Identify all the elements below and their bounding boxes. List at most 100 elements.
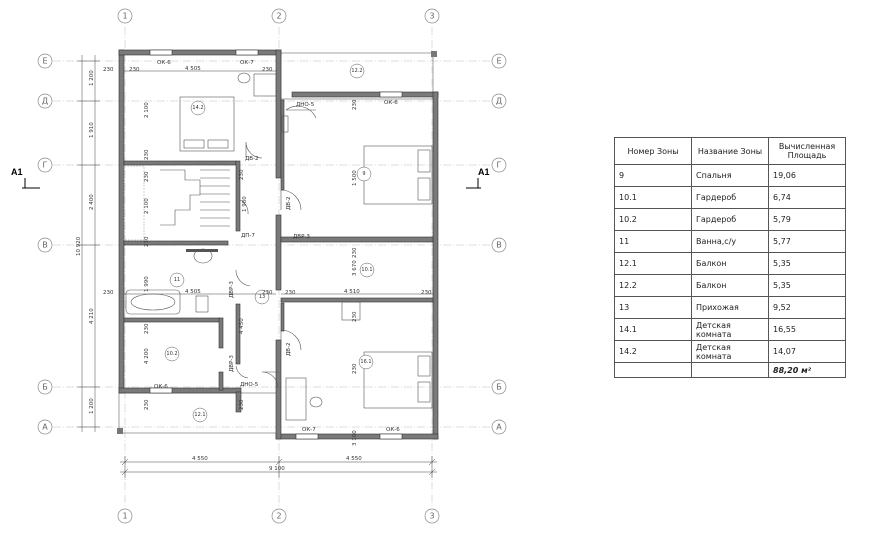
svg-text:2: 2 bbox=[276, 512, 281, 521]
door-label: ДВ-2 bbox=[286, 196, 292, 210]
svg-text:2 100: 2 100 bbox=[144, 198, 150, 214]
svg-text:9 100: 9 100 bbox=[269, 466, 285, 472]
total-area: 88,20 м² bbox=[768, 362, 846, 378]
svg-text:12.2: 12.2 bbox=[351, 68, 362, 74]
desk-bottom bbox=[285, 377, 323, 421]
svg-text:4 550: 4 550 bbox=[346, 456, 362, 462]
axis-bubble-V-left: В bbox=[37, 237, 53, 253]
axis-bubble-1-top: 1 bbox=[117, 8, 133, 24]
svg-text:1 500: 1 500 bbox=[352, 170, 358, 186]
svg-text:230: 230 bbox=[103, 67, 114, 73]
zone-marker: 9 bbox=[356, 166, 372, 182]
svg-text:2 100: 2 100 bbox=[144, 102, 150, 118]
area-table: Номер Зоны Название Зоны Вычисленная Пло… bbox=[614, 137, 846, 378]
door-label: ДНО-5 bbox=[296, 102, 315, 108]
axis-bubble-3-bottom: 3 bbox=[424, 508, 440, 524]
svg-text:А1: А1 bbox=[478, 167, 490, 177]
window-label: ОК-6 bbox=[157, 60, 171, 66]
axis-bubble-D-right: Д bbox=[491, 93, 507, 109]
svg-text:230: 230 bbox=[352, 99, 358, 110]
axis-bubble-G-left: Г bbox=[37, 157, 53, 173]
svg-text:10 920: 10 920 bbox=[76, 236, 82, 256]
svg-text:3: 3 bbox=[429, 512, 434, 521]
axis-bubble-A-left: А bbox=[37, 419, 53, 435]
svg-text:3 670: 3 670 bbox=[352, 260, 358, 276]
svg-text:11: 11 bbox=[174, 277, 180, 283]
svg-text:1 200: 1 200 bbox=[89, 70, 95, 86]
axis-bubble-2-top: 2 bbox=[271, 8, 287, 24]
svg-text:230: 230 bbox=[262, 67, 273, 73]
svg-text:Г: Г bbox=[497, 161, 502, 170]
table-total-row: 88,20 м² bbox=[614, 362, 846, 378]
svg-text:4 505: 4 505 bbox=[185, 289, 201, 295]
axis-bubble-E-left: Е bbox=[37, 53, 53, 69]
svg-text:4 210: 4 210 bbox=[89, 308, 95, 324]
axis-bubble-A-right: А bbox=[491, 419, 507, 435]
svg-text:13: 13 bbox=[259, 294, 265, 300]
svg-text:В: В bbox=[42, 241, 48, 250]
dimension-chain-bottom: 4 550 4 550 9 100 bbox=[120, 456, 437, 478]
window-label: ОК-7 bbox=[240, 60, 254, 66]
desk-13 bbox=[341, 301, 361, 321]
svg-text:230: 230 bbox=[352, 311, 358, 322]
axis-bubble-B-left: Б bbox=[37, 379, 53, 395]
axis-bubble-V-right: В bbox=[491, 237, 507, 253]
svg-text:10.2: 10.2 bbox=[166, 351, 177, 357]
svg-text:1: 1 bbox=[122, 12, 127, 21]
svg-text:4 200: 4 200 bbox=[144, 348, 150, 364]
door-label: ДНО-5 bbox=[240, 382, 259, 388]
svg-text:Е: Е bbox=[496, 57, 501, 66]
svg-text:1 200: 1 200 bbox=[89, 398, 95, 414]
axis-bubble-D-left: Д bbox=[37, 93, 53, 109]
svg-text:Б: Б bbox=[42, 383, 48, 392]
svg-text:А: А bbox=[42, 423, 48, 432]
radiator-top bbox=[281, 115, 289, 133]
svg-text:Е: Е bbox=[42, 57, 47, 66]
zone-marker: 12.1 bbox=[192, 407, 208, 423]
svg-text:А: А bbox=[496, 423, 502, 432]
svg-text:9: 9 bbox=[362, 171, 365, 177]
axis-bubble-E-right: Е bbox=[491, 53, 507, 69]
svg-text:4 510: 4 510 bbox=[344, 289, 360, 295]
svg-text:2: 2 bbox=[276, 12, 281, 21]
desk-top bbox=[237, 72, 277, 97]
window-label: ОК-6 bbox=[384, 100, 398, 106]
col-zone-number: Номер Зоны bbox=[614, 137, 692, 165]
col-area: Вычисленная Площадь bbox=[768, 137, 846, 165]
door-label: ДВР-3 bbox=[293, 234, 310, 240]
window-markers bbox=[149, 49, 403, 440]
svg-text:10.1: 10.1 bbox=[361, 267, 372, 273]
svg-text:230: 230 bbox=[262, 290, 273, 296]
door-swings bbox=[235, 105, 317, 389]
zone-marker: 16.1 bbox=[358, 354, 374, 370]
door-label: ДВ-2 bbox=[245, 156, 259, 162]
door-label: ДВР-3 bbox=[229, 355, 235, 372]
svg-text:230: 230 bbox=[144, 399, 150, 410]
axis-bubble-3-top: 3 bbox=[424, 8, 440, 24]
window-label: ОК-6 bbox=[386, 427, 400, 433]
zone-marker: 10.2 bbox=[164, 346, 180, 362]
svg-text:Г: Г bbox=[43, 161, 48, 170]
axis-bubble-2-bottom: 2 bbox=[271, 508, 287, 524]
svg-text:В: В bbox=[496, 241, 502, 250]
svg-text:230: 230 bbox=[239, 169, 245, 180]
axis-bubble-B-right: Б bbox=[491, 379, 507, 395]
svg-text:12.1: 12.1 bbox=[194, 412, 205, 418]
svg-text:230: 230 bbox=[144, 323, 150, 334]
stair bbox=[123, 165, 230, 241]
axis-bubble-G-right: Г bbox=[491, 157, 507, 173]
svg-text:4 550: 4 550 bbox=[192, 456, 208, 462]
svg-text:4 450: 4 450 bbox=[239, 318, 245, 334]
svg-text:4 505: 4 505 bbox=[185, 66, 201, 72]
svg-text:230: 230 bbox=[144, 149, 150, 160]
svg-text:3 100: 3 100 bbox=[352, 430, 358, 446]
svg-text:230: 230 bbox=[144, 171, 150, 182]
